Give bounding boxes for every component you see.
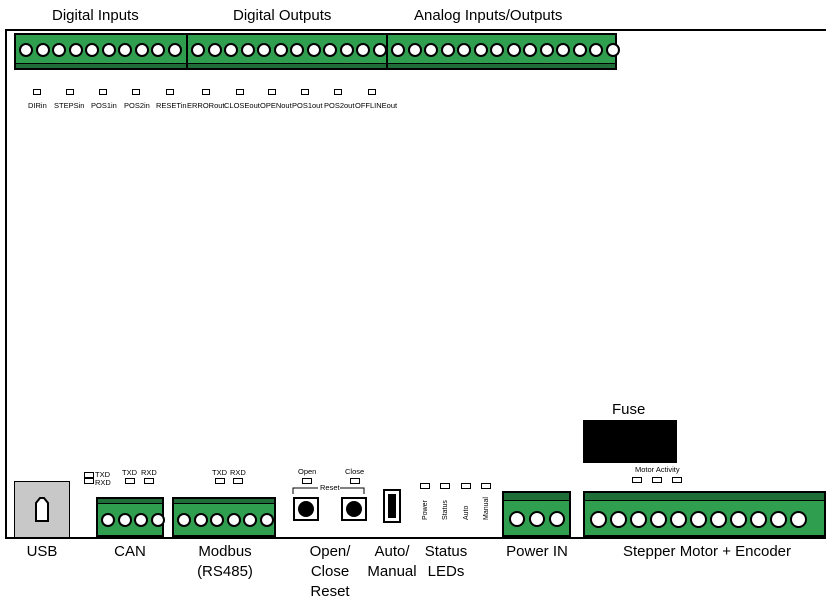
- label-status-2: LEDs: [427, 563, 465, 580]
- fuse-label: Fuse: [612, 401, 646, 418]
- label-open-close-3: Reset: [310, 583, 350, 600]
- terminal-power-in: [502, 491, 571, 537]
- led-label-pos1out: POS1out: [292, 101, 323, 110]
- led-offlineout: [368, 89, 376, 95]
- label-can: CAN: [114, 543, 146, 560]
- led-modbus-txd: [215, 478, 225, 484]
- txd-side-label: TXD: [95, 470, 110, 479]
- led-auto: [461, 483, 471, 489]
- terminal-can: [96, 497, 165, 537]
- led-txd-side: [84, 472, 94, 478]
- led-power: [420, 483, 430, 489]
- led-modbus-rxd: [233, 478, 243, 484]
- label-status-1: Status: [424, 543, 468, 560]
- led-label-pos1in: POS1in: [91, 101, 117, 110]
- close-label: Close: [345, 467, 365, 476]
- led-label-resetin: RESETin: [156, 101, 187, 110]
- terminal-digital-inputs: [14, 33, 188, 70]
- modbus-rxd-label: RXD: [230, 468, 246, 477]
- led-dirin: [33, 89, 41, 95]
- led-motor-activity-1: [632, 477, 642, 483]
- led-openout: [268, 89, 276, 95]
- label-rs485: (RS485): [197, 563, 253, 580]
- header-digital-outputs: Digital Outputs: [233, 7, 332, 24]
- led-label-dirin: DIRin: [28, 101, 47, 110]
- usb-port: [14, 481, 70, 538]
- led-pos2out: [334, 89, 342, 95]
- led-close: [350, 478, 360, 484]
- label-modbus: Modbus: [198, 543, 252, 560]
- led-pos1in: [99, 89, 107, 95]
- led-pos2in: [132, 89, 140, 95]
- led-rxd-side: [84, 478, 94, 484]
- label-open-close-2: Close: [310, 563, 350, 580]
- label-stepper-motor: Stepper Motor + Encoder: [622, 543, 791, 560]
- board-outline: [5, 29, 826, 539]
- label-power-in: Power IN: [506, 543, 568, 560]
- led-closeout: [236, 89, 244, 95]
- header-analog-io: Analog Inputs/Outputs: [414, 7, 563, 24]
- terminal-modbus: [172, 497, 276, 537]
- led-motor-activity-3: [672, 477, 682, 483]
- led-label-pos2out: POS2out: [324, 101, 355, 110]
- fuse: [583, 420, 677, 463]
- can-rxd-label: RXD: [141, 468, 157, 477]
- led-resetin: [166, 89, 174, 95]
- label-usb: USB: [26, 543, 58, 560]
- label-auto-manual-1: Auto/: [374, 543, 410, 560]
- motor-activity-label: Motor Activity: [635, 465, 680, 474]
- led-label-stepsin: STEPSin: [54, 101, 85, 110]
- rxd-side-label: RXD: [95, 478, 111, 487]
- open-label: Open: [298, 467, 317, 476]
- led-status: [440, 483, 450, 489]
- status-led-label-power: Power: [422, 500, 429, 520]
- status-led-label-status: Status: [442, 500, 449, 520]
- led-label-errorout: ERRORout: [187, 101, 225, 110]
- header-digital-inputs: Digital Inputs: [52, 7, 139, 24]
- usb-b-icon: [35, 497, 49, 522]
- led-pos1out: [301, 89, 309, 95]
- led-open: [302, 478, 312, 484]
- modbus-txd-label: TXD: [212, 468, 227, 477]
- led-can-rxd: [144, 478, 154, 484]
- led-stepsin: [66, 89, 74, 95]
- led-label-offlineout: OFFLINEout: [355, 101, 398, 110]
- label-auto-manual-2: Manual: [367, 563, 417, 580]
- led-manual: [481, 483, 491, 489]
- terminal-stepper-motor: [583, 491, 826, 537]
- led-can-txd: [125, 478, 135, 484]
- terminal-digital-outputs: [186, 33, 388, 70]
- led-errorout: [202, 89, 210, 95]
- label-open-close-1: Open/: [309, 543, 351, 560]
- status-led-label-manual: Manual: [483, 497, 490, 520]
- reset-bracket: [292, 487, 365, 494]
- led-motor-activity-2: [652, 477, 662, 483]
- terminal-analog-io: [386, 33, 620, 70]
- led-label-closeout: CLOSEout: [224, 101, 260, 110]
- reset-label: Reset: [320, 483, 340, 492]
- led-label-pos2in: POS2in: [124, 101, 150, 110]
- close-button[interactable]: [341, 497, 367, 521]
- led-label-openout: OPENout: [260, 101, 292, 110]
- auto-manual-switch[interactable]: [383, 489, 401, 523]
- status-led-label-auto: Auto: [463, 505, 470, 520]
- open-button[interactable]: [293, 497, 319, 521]
- can-txd-label: TXD: [122, 468, 137, 477]
